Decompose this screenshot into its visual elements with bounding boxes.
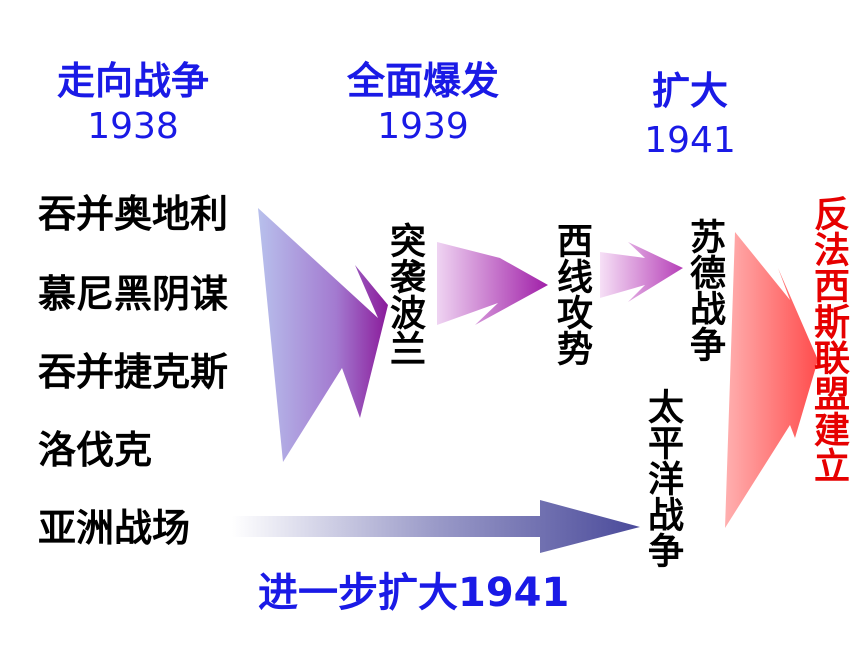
stage-title-3: 扩大: [651, 69, 728, 113]
stage-header-1: 走向战争 1938: [38, 58, 228, 150]
stage-year-2: 1939: [377, 106, 469, 147]
stage-year-1: 1938: [87, 106, 179, 147]
arrow-to-soviet: [600, 242, 683, 302]
arrow-asia: [232, 500, 640, 553]
label-soviet: 苏德战争: [684, 218, 725, 362]
event-annex-austria: 吞并奥地利: [38, 192, 229, 236]
event-munich: 慕尼黑阴谋: [38, 272, 229, 316]
label-poland: 突袭波兰: [384, 222, 425, 366]
event-annex-czech-2: 洛伐克: [38, 428, 153, 472]
event-asia: 亚洲战场: [38, 506, 191, 550]
label-asia-expand: 进一步扩大1941: [258, 570, 570, 616]
label-pacific: 太平洋战争: [642, 388, 683, 568]
arrow-to-alliance: [725, 232, 818, 528]
stage-year-3: 1941: [644, 120, 736, 161]
label-west: 西线攻势: [551, 222, 592, 366]
stage-title-2: 全面爆发: [346, 59, 499, 103]
stage-title-1: 走向战争: [56, 59, 209, 103]
stage-header-3: 扩大 1941: [630, 66, 750, 166]
stage-header-2: 全面爆发 1939: [328, 58, 518, 150]
arrow-to-west: [437, 240, 548, 325]
label-alliance: 反法西斯联盟建立: [808, 195, 849, 483]
event-annex-czech-1: 吞并捷克斯: [38, 350, 229, 394]
arrow-to-poland: [258, 208, 388, 462]
